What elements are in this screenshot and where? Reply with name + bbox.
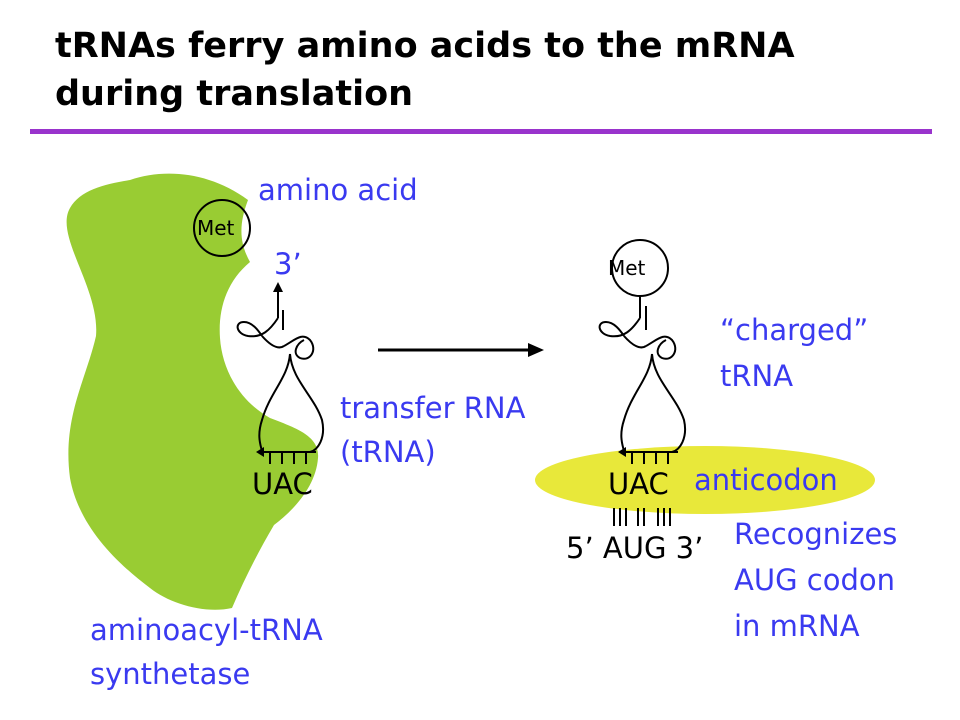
anticodon-label: anticodon bbox=[694, 463, 838, 497]
three-prime-label: 3’ bbox=[274, 247, 302, 281]
met-left-label: Met bbox=[197, 216, 235, 240]
synthetase-label-line-1: aminoacyl-tRNA bbox=[90, 613, 323, 647]
transfer-rna-label-line-1: transfer RNA bbox=[340, 391, 526, 425]
trna-right bbox=[598, 239, 686, 464]
mrna-codon-sequence: 5’ AUG 3’ bbox=[566, 531, 704, 565]
title-line-2: during translation bbox=[55, 74, 414, 114]
anticodon-left-sequence: UAC bbox=[252, 467, 313, 501]
synthetase-shape bbox=[66, 173, 319, 610]
met-right-label: Met bbox=[608, 256, 646, 280]
slide-title: tRNAs ferry amino acids to the mRNA duri… bbox=[55, 22, 935, 118]
recognizes-label-line-1: Recognizes bbox=[734, 517, 898, 551]
synthetase-label-line-2: synthetase bbox=[90, 657, 251, 691]
amino-acid-label: amino acid bbox=[258, 173, 418, 207]
recognizes-label-line-2: AUG codon bbox=[734, 563, 895, 597]
recognizes-label-line-3: in mRNA bbox=[734, 609, 860, 643]
base-pair-lines bbox=[613, 508, 671, 526]
reaction-arrow bbox=[378, 343, 544, 357]
title-line-1: tRNAs ferry amino acids to the mRNA bbox=[55, 26, 795, 66]
transfer-rna-label-line-2: (tRNA) bbox=[340, 435, 436, 469]
anticodon-right-sequence: UAC bbox=[608, 467, 669, 501]
charged-label-line-2: tRNA bbox=[720, 359, 794, 393]
anticodon-highlight bbox=[535, 446, 875, 514]
title-underline bbox=[30, 129, 932, 134]
trna-left bbox=[193, 199, 324, 464]
charged-label-line-1: “charged” bbox=[720, 313, 869, 347]
